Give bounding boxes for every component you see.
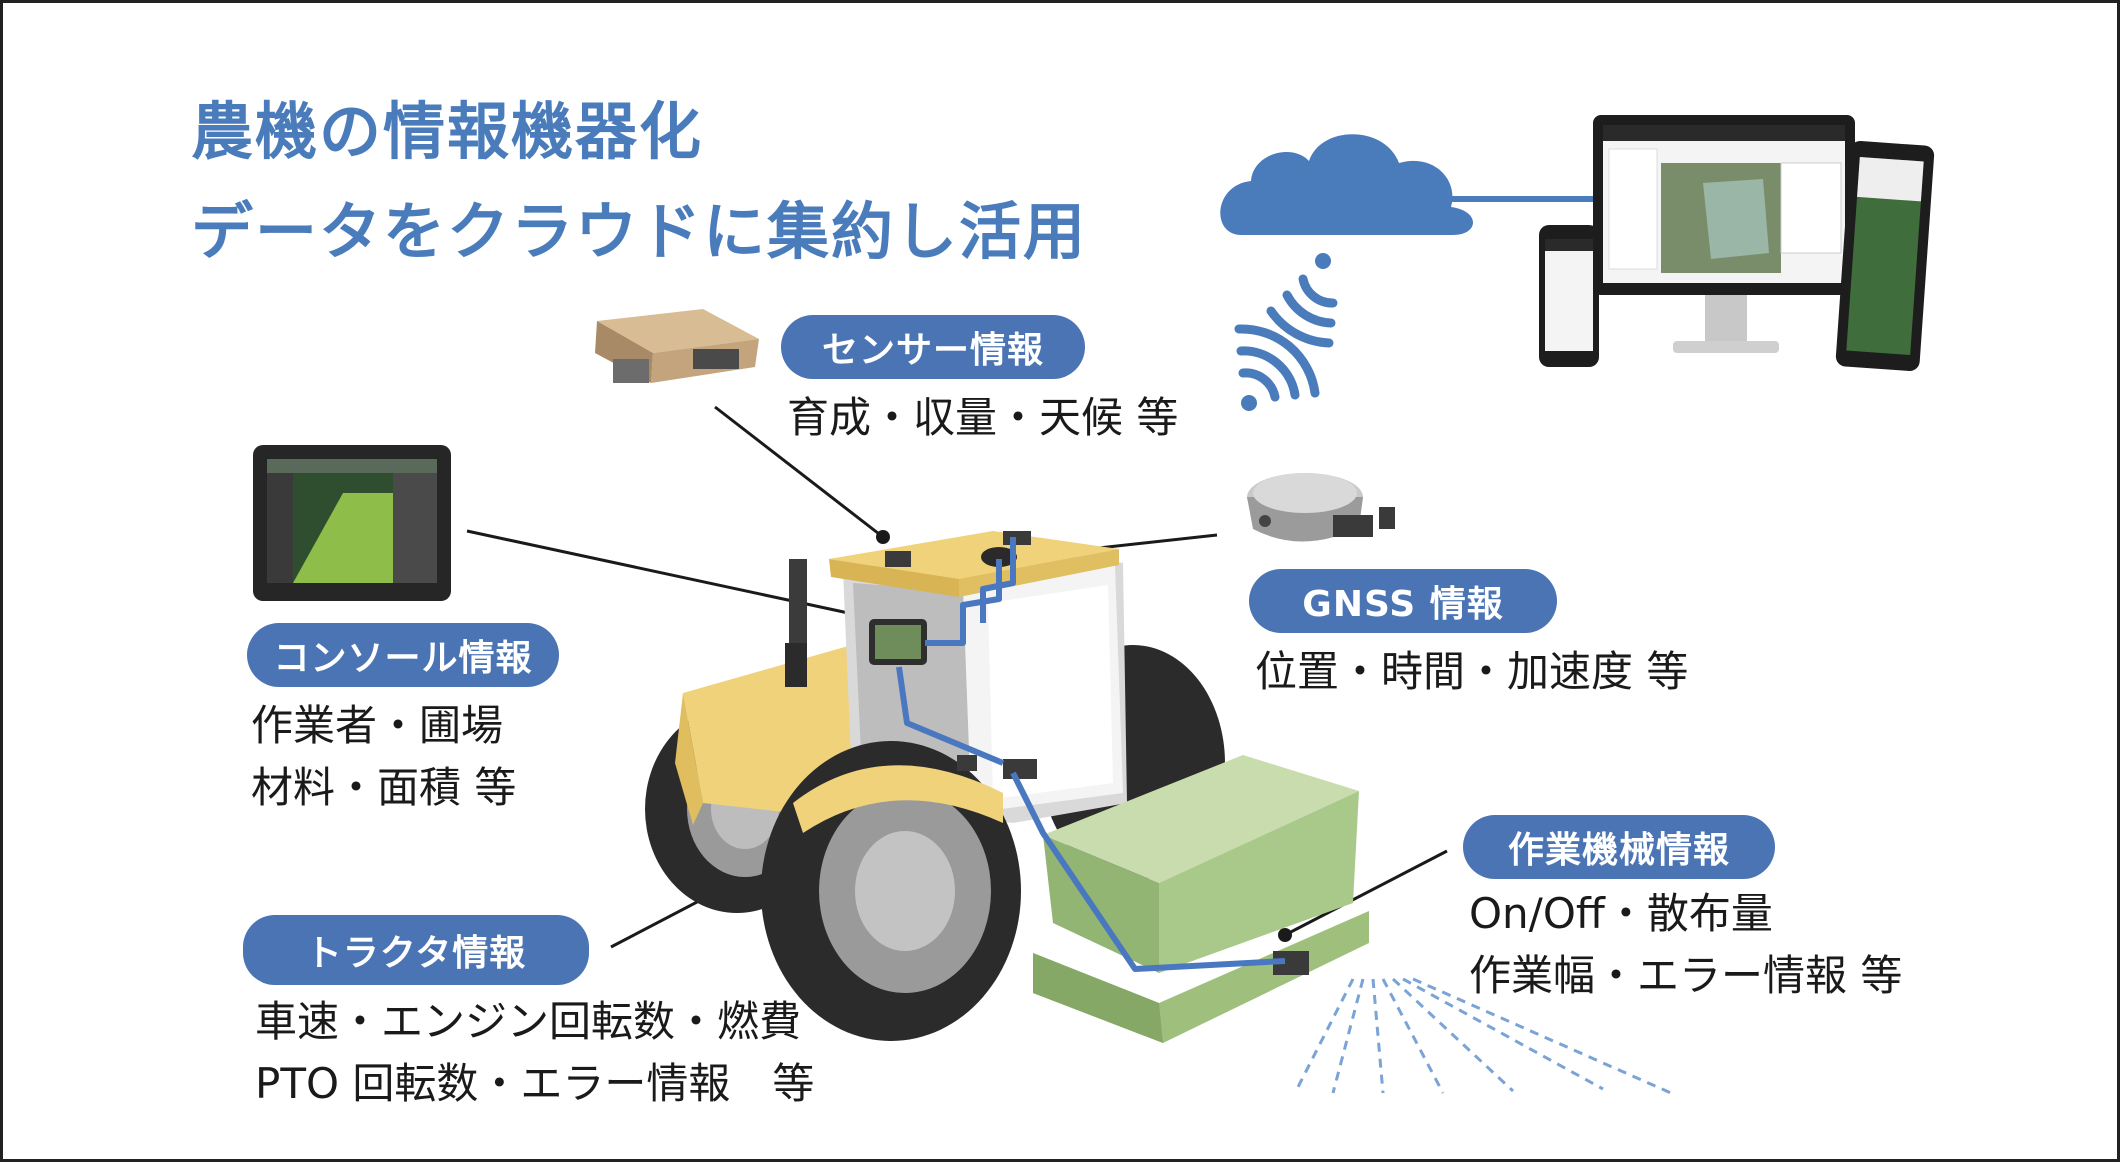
wifi-signal-icon: [1234, 253, 1338, 411]
tablet-icon: [1835, 141, 1935, 371]
tractor-info-label: トラクタ情報: [243, 915, 589, 985]
console-info-label: コンソール情報: [247, 623, 559, 687]
monitor-icon: [1593, 115, 1855, 353]
gnss-info-label: GNSS 情報: [1249, 569, 1557, 633]
illustration: [253, 115, 1935, 1095]
sensor-info-desc: 育成・収量・天候 等: [787, 393, 1179, 442]
sensor-info-label: センサー情報: [781, 315, 1085, 379]
title-line-1: 農機の情報機器化: [191, 95, 704, 168]
implement-info-desc-1: On/Off・散布量: [1469, 889, 1773, 938]
data-cables: [896, 537, 1286, 972]
tractor: [645, 531, 1225, 1041]
console-info-desc-2: 材料・面積 等: [251, 763, 517, 812]
spray-lines: [1295, 977, 1672, 1095]
title-line-2: データをクラウドに集約し活用: [191, 195, 1088, 268]
implement-info-desc-2: 作業幅・エラー情報 等: [1469, 951, 1903, 1000]
console-info-desc-1: 作業者・圃場: [251, 701, 504, 750]
crop-sensor-icon: [595, 309, 759, 383]
gnss-info-desc: 位置・時間・加速度 等: [1255, 647, 1689, 696]
cloud-icon: [1220, 134, 1593, 235]
implement-info-label: 作業機械情報: [1463, 815, 1775, 879]
phone-icon: [1539, 225, 1599, 367]
console-monitor-icon: [253, 445, 451, 601]
implement: [957, 755, 1369, 1043]
gnss-receiver-icon: [1247, 473, 1395, 542]
tractor-info-desc-2: PTO 回転数・エラー情報 等: [255, 1059, 815, 1108]
tractor-info-desc-1: 車速・エンジン回転数・燃費: [255, 997, 802, 1046]
